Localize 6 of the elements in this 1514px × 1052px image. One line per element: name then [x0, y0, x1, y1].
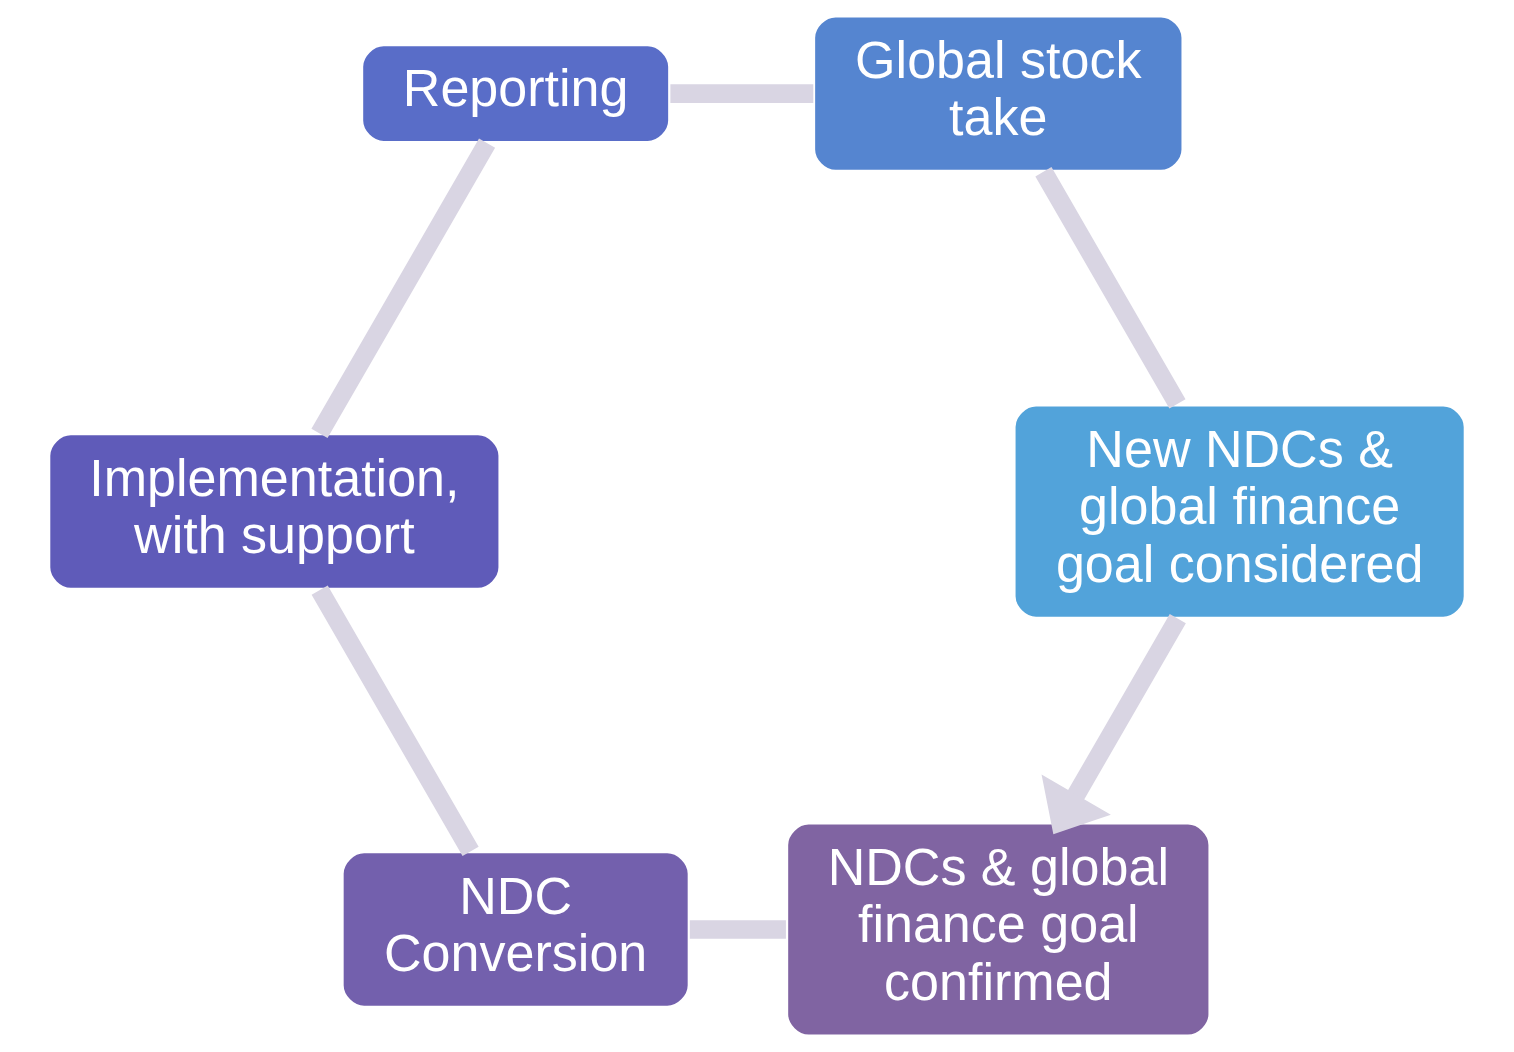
- arrow: [1041, 614, 1186, 835]
- connector: [311, 585, 479, 857]
- connector: [1035, 167, 1186, 409]
- connector: [689, 920, 786, 939]
- connector: [311, 138, 496, 439]
- connector: [670, 84, 814, 103]
